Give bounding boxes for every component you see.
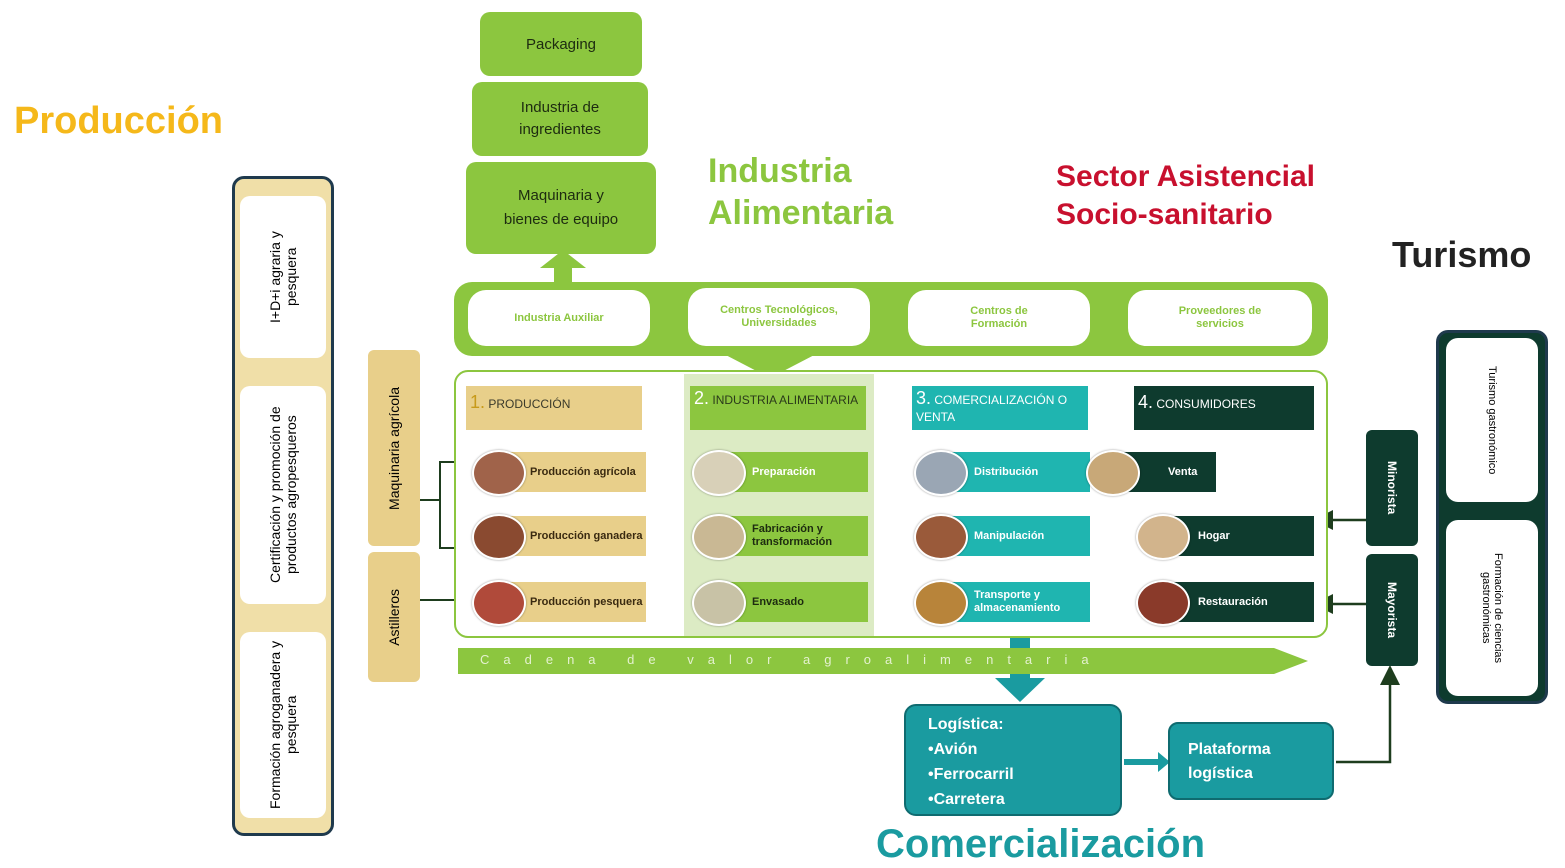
astilleros-label: Astilleros (386, 588, 402, 646)
logistica-title: Logística: (928, 716, 1004, 733)
photo-preparacion (692, 450, 746, 496)
stage-title-4: CONSUMIDORES (1156, 397, 1256, 411)
support-centros-formacion: Centros de Formación (908, 290, 1090, 346)
logistica-avion: •Avión (928, 741, 978, 758)
photo-fabricacion (692, 514, 746, 560)
left-panel-idi-label: I+D+i agraria y pesquera (267, 231, 299, 323)
value-chain-arrow (458, 648, 1308, 674)
heading-comercializacion: Comercialización (876, 822, 1206, 866)
heading-sector-line2: Socio-sanitario (1056, 198, 1273, 231)
left-panel-idi: I+D+i agraria y pesquera (240, 196, 326, 358)
industria-ingredientes-box: Industria de ingredientes (472, 82, 648, 156)
photo-venta (1086, 450, 1140, 496)
value-chain-label: Cadena de valor agroalimentaria (480, 652, 1103, 667)
minorista-label: Minorista (1385, 461, 1399, 515)
photo-distribucion (914, 450, 968, 496)
plataforma-line1: Plataforma (1188, 741, 1271, 758)
heading-turismo: Turismo (1392, 234, 1532, 275)
heading-sector-line1: Sector Asistencial (1056, 160, 1315, 193)
support-centros-tecnologicos: Centros Tecnológicos, Universidades (688, 288, 870, 346)
stage-header-industria: 2. INDUSTRIA ALIMENTARIA (690, 386, 866, 430)
heading-industria-line1: Industria (708, 152, 852, 190)
stage-title-2: INDUSTRIA ALIMENTARIA (712, 393, 859, 407)
left-panel-formacion: Formación agroganadera y pesquera (240, 632, 326, 818)
astilleros-box: Astilleros (368, 552, 420, 682)
formacion-gastronomica-label: Formación de ciencias gastronómicas (1480, 552, 1504, 664)
stage-title-3: COMERCIALIZACIÓN O VENTA (916, 393, 1068, 424)
mayorista-label: Mayorista (1385, 581, 1399, 639)
left-panel-certificacion-label: Certificación y promoción de productos a… (267, 406, 299, 584)
stage-number-2: 2. (694, 388, 710, 408)
maquinaria-agricola-box: Maquinaria agrícola (368, 350, 420, 546)
packaging-box: Packaging (480, 12, 642, 76)
photo-ganadera (472, 514, 526, 560)
photo-restauracion (1136, 580, 1190, 626)
left-panel-certificacion: Certificación y promoción de productos a… (240, 386, 326, 604)
maquinaria-agricola-label: Maquinaria agrícola (386, 386, 402, 510)
photo-envasado (692, 580, 746, 626)
heading-industria-alimentaria: Industria Alimentaria (708, 150, 893, 234)
stage-header-comercializacion: 3. COMERCIALIZACIÓN O VENTA (912, 386, 1088, 430)
logistica-ferrocarril: •Ferrocarril (928, 766, 1014, 783)
stage-title-1: PRODUCCIÓN (488, 397, 571, 411)
photo-manipulacion (914, 514, 968, 560)
formacion-gastronomica-box: Formación de ciencias gastronómicas (1446, 520, 1538, 696)
heading-produccion: Producción (14, 100, 224, 142)
mayorista-box: Mayorista (1366, 554, 1418, 666)
photo-agricola (472, 450, 526, 496)
stage-header-consumidores: 4. CONSUMIDORES (1134, 386, 1314, 430)
heading-sector-asistencial: Sector Asistencial Socio-sanitario (1056, 158, 1315, 234)
turismo-gastronomico-box: Turismo gastronómico (1446, 338, 1538, 502)
support-proveedores: Proveedores de servicios (1128, 290, 1312, 346)
plataforma-line2: logística (1188, 765, 1253, 782)
photo-hogar (1136, 514, 1190, 560)
photo-transporte (914, 580, 968, 626)
plataforma-logistica-box: Plataforma logística (1168, 722, 1334, 800)
arrow-plataforma-mayorista (1336, 665, 1400, 764)
heading-industria-line2: Alimentaria (708, 194, 894, 232)
logistica-box: Logística: •Avión •Ferrocarril •Carreter… (904, 704, 1122, 816)
minorista-box: Minorista (1366, 430, 1418, 546)
stage-header-produccion: 1. PRODUCCIÓN (466, 386, 642, 430)
stage-number-4: 4. (1138, 392, 1154, 412)
photo-pesquera (472, 580, 526, 626)
logistica-carretera: •Carretera (928, 791, 1005, 808)
support-industria-auxiliar: Industria Auxiliar (468, 290, 650, 346)
turismo-gastronomico-label: Turismo gastronómico (1486, 365, 1498, 475)
stage-number-3: 3. (916, 388, 932, 408)
left-panel-formacion-label: Formación agroganadera y pesquera (267, 640, 299, 810)
stage-number-1: 1. (470, 392, 486, 412)
maquinaria-bienes-box: Maquinaria y bienes de equipo (466, 162, 656, 254)
